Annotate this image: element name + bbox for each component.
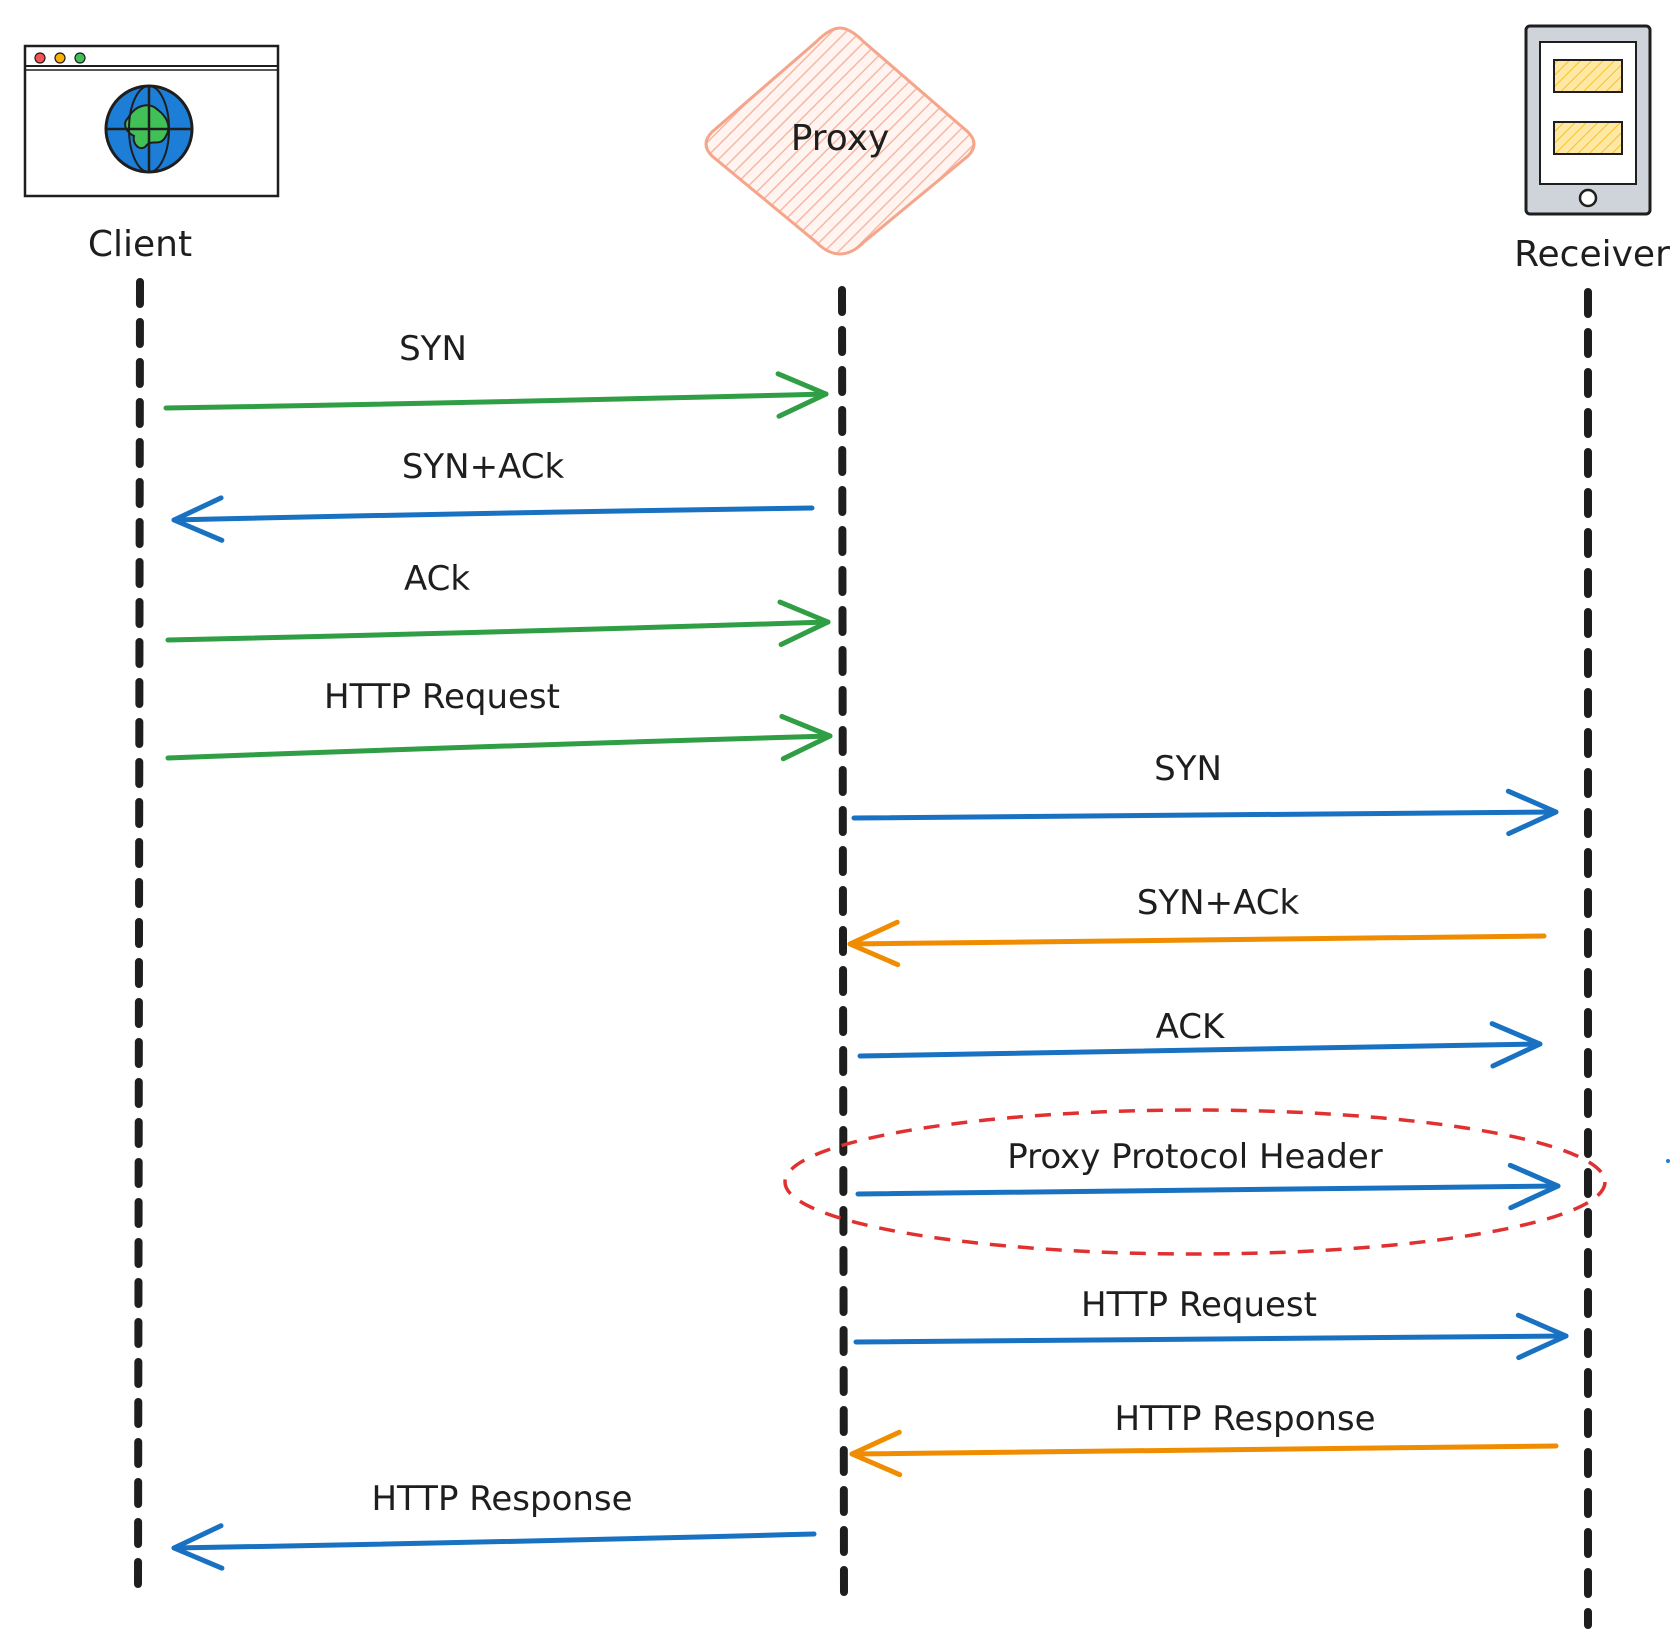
arrow-client-to-proxy-3 — [165, 733, 833, 761]
arrowhead-5-icon — [847, 919, 901, 968]
message-label-http-request-client: HTTP Request — [324, 677, 560, 717]
message-label-syn-client: SYN — [399, 329, 467, 369]
lifeline-client — [134, 278, 144, 1594]
actor-label-client: Client — [88, 224, 192, 265]
arrowhead-10-icon — [171, 1523, 225, 1571]
lifeline-proxy — [838, 286, 848, 1599]
device-home-button-icon — [1578, 188, 1598, 208]
actor-label-proxy: Proxy — [791, 118, 890, 159]
message-label-proxy-protocol-header: Proxy Protocol Header — [1007, 1137, 1383, 1177]
window-close-dot-icon — [34, 52, 46, 64]
arrow-receiver-to-proxy-5 — [847, 933, 1547, 947]
proxy-diamond-shape — [704, 26, 976, 256]
message-label-http-response-receiver: HTTP Response — [1114, 1399, 1375, 1439]
client-browser-icon — [23, 44, 280, 198]
arrow-receiver-to-proxy-9 — [849, 1443, 1559, 1457]
arrowhead-1-icon — [171, 495, 225, 543]
arrowhead-0-icon — [775, 371, 829, 419]
arrowhead-6-icon — [1489, 1021, 1543, 1069]
arrow-proxy-to-receiver-4 — [851, 809, 1559, 821]
arrow-proxy-to-client-1 — [171, 505, 815, 523]
arrowhead-8-icon — [1515, 1312, 1569, 1361]
message-label-ack-receiver: ACK — [1156, 1007, 1226, 1047]
stray-dot — [1666, 1159, 1670, 1163]
arrow-client-to-proxy-0 — [163, 391, 829, 411]
arrowhead-2-icon — [777, 599, 831, 647]
arrow-proxy-to-receiver-6 — [857, 1041, 1543, 1059]
window-maximize-dot-icon — [74, 52, 86, 64]
message-label-synack-receiver: SYN+ACk — [1137, 883, 1300, 923]
globe-icon — [104, 84, 194, 174]
message-label-http-request-receiver: HTTP Request — [1081, 1285, 1317, 1325]
device-panel-top — [1553, 59, 1623, 93]
message-label-http-response-client: HTTP Response — [371, 1479, 632, 1519]
arrowhead-9-icon — [849, 1429, 903, 1478]
arrowhead-4-icon — [1505, 788, 1559, 837]
message-arrows — [163, 371, 1569, 1571]
arrow-client-to-proxy-2 — [165, 619, 831, 643]
arrowhead-3-icon — [779, 713, 833, 762]
message-label-ack-client: ACk — [404, 559, 470, 599]
actor-label-receiver: Receiver — [1514, 234, 1670, 275]
arrow-proxy-to-client-10 — [171, 1531, 817, 1551]
message-label-syn-receiver: SYN — [1154, 749, 1222, 789]
device-panel-bottom — [1553, 121, 1623, 155]
arrow-proxy-to-receiver-8 — [853, 1333, 1569, 1345]
arrowhead-7-icon — [1507, 1162, 1561, 1211]
window-minimize-dot-icon — [54, 52, 66, 64]
receiver-device-icon — [1524, 24, 1652, 216]
message-label-synack-client: SYN+ACk — [402, 447, 565, 487]
arrow-proxy-to-receiver-7 — [855, 1183, 1561, 1197]
highlight-ellipse — [783, 1108, 1607, 1256]
